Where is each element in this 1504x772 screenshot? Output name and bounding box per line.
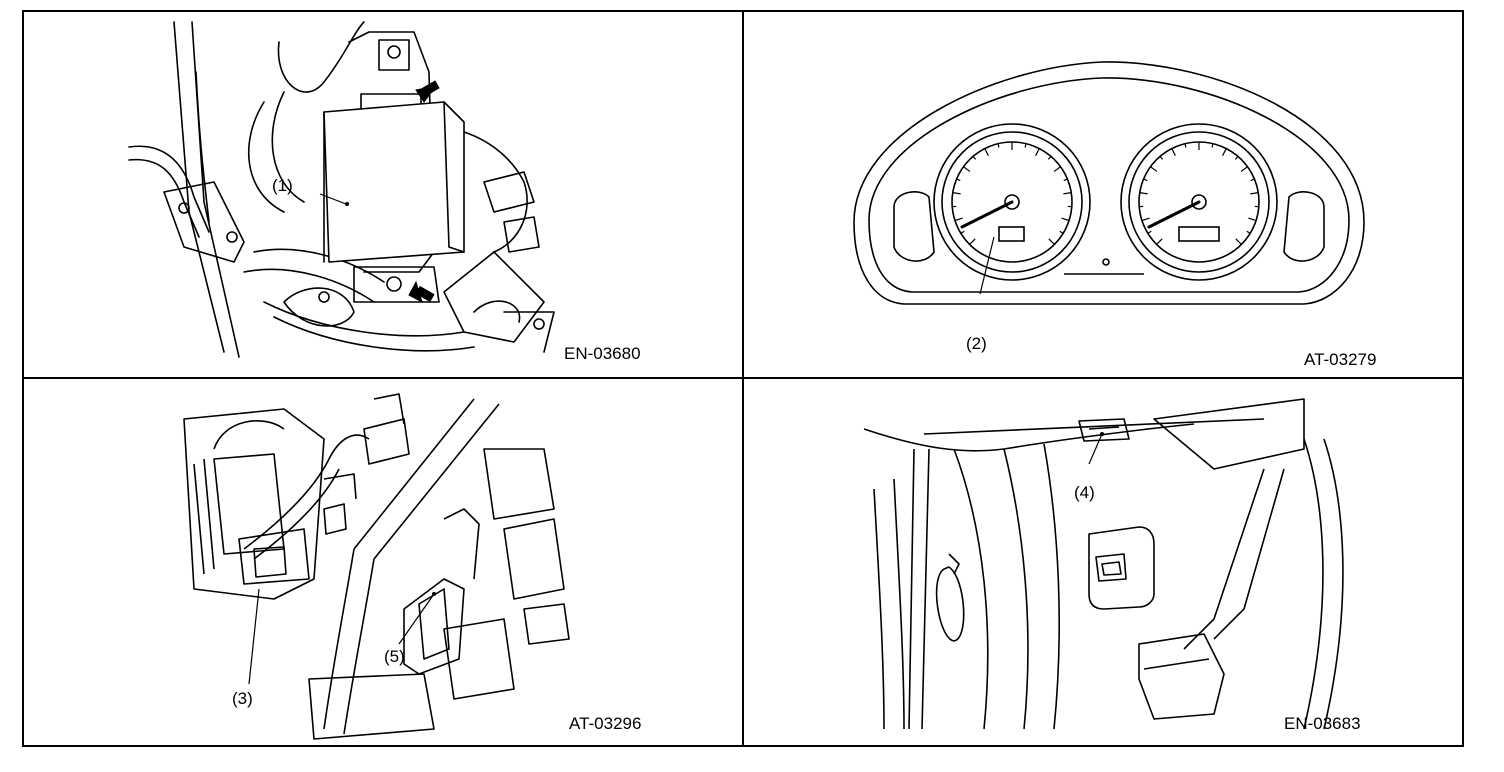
gauge-tick <box>984 148 989 156</box>
figure-code-4: EN-03683 <box>1284 714 1361 733</box>
gauge-tick <box>1235 238 1242 245</box>
tcm-illustration <box>183 393 570 740</box>
gauge-tick <box>1024 143 1027 148</box>
footwell-illustration <box>863 398 1344 730</box>
gauge-tick <box>1234 155 1239 160</box>
gauge-tick <box>952 192 961 195</box>
gauge-tick <box>1159 155 1164 160</box>
gauge-tick <box>1063 192 1072 195</box>
gauge-tick <box>1150 166 1158 172</box>
gauge-tick <box>1147 230 1152 234</box>
gauge-tick <box>956 178 961 182</box>
panel-instrument-cluster: (2) AT-03279 <box>744 12 1462 379</box>
figure-frame: (1) EN-03680 <box>22 10 1464 747</box>
panel-footwell-connector: (4) EN-03683 <box>744 379 1462 745</box>
callout-1: (1) <box>272 176 293 195</box>
gauge-tick <box>997 143 1000 148</box>
gauge-tick <box>972 155 977 160</box>
gauge-tick <box>1047 155 1052 160</box>
gauge-tick <box>1240 166 1248 172</box>
gauge-tick <box>1048 238 1055 245</box>
callout-2: (2) <box>966 334 987 353</box>
panel-tcm-connectors: (3) (5) AT-03296 <box>24 379 744 745</box>
gauge-tick <box>969 238 976 245</box>
gauge-tick <box>1250 192 1259 195</box>
gauge-tick <box>1171 148 1176 156</box>
gauge-tick <box>1184 143 1187 148</box>
gauge-tick <box>1141 217 1150 222</box>
gauge-tick <box>1248 217 1257 222</box>
figure-code-1: EN-03680 <box>564 344 641 363</box>
gauge-tick <box>1059 230 1064 234</box>
callout-3: (3) <box>232 689 253 708</box>
gauge-tick <box>1143 178 1148 182</box>
gauge-tick <box>1211 143 1214 148</box>
gauge-tick <box>1139 192 1148 195</box>
callout-5: (5) <box>384 647 405 666</box>
gauge-tick <box>1250 178 1255 182</box>
figure-code-2: AT-03279 <box>1304 350 1377 369</box>
panel-ecm-mounting: (1) EN-03680 <box>24 12 744 379</box>
gauge-tick <box>963 166 971 172</box>
gauge-tick <box>1246 230 1251 234</box>
gauge-tick <box>1035 148 1040 156</box>
figure-code-3: AT-03296 <box>569 714 642 733</box>
gauge-tick <box>1063 178 1068 182</box>
gauge-tick <box>1222 148 1227 156</box>
callout-4: (4) <box>1074 483 1095 502</box>
instrument-cluster-illustration <box>853 61 1365 305</box>
gauge-tick <box>954 217 963 222</box>
gauge-tick <box>1061 217 1070 222</box>
gauge-tick <box>960 230 965 234</box>
gauge-tick <box>1156 238 1163 245</box>
gauge-tick <box>1053 166 1061 172</box>
ecm-illustration <box>128 21 555 358</box>
